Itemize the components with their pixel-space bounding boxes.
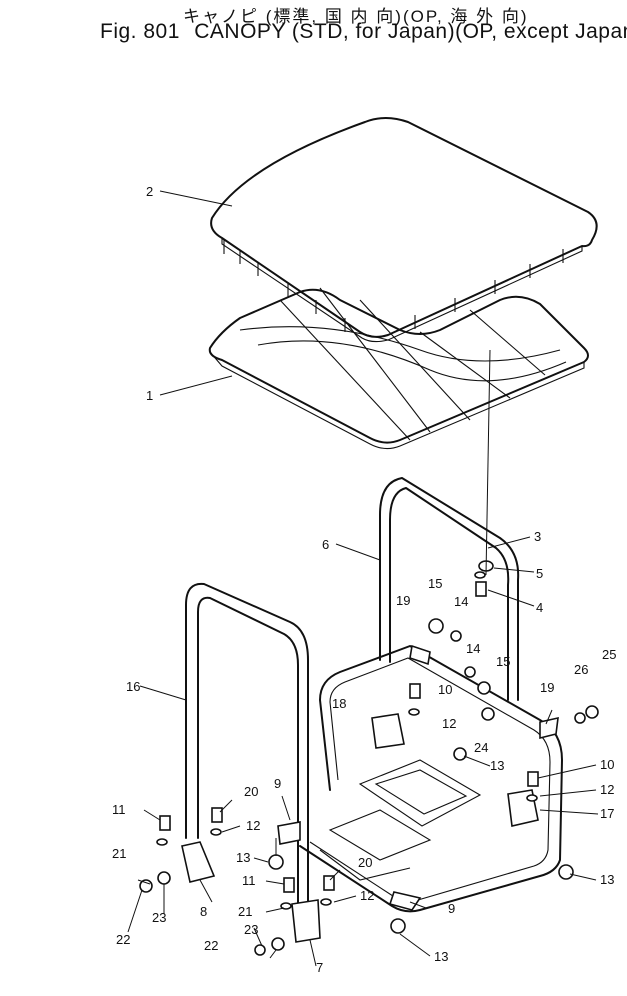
callout-26: 26 [574, 662, 588, 677]
callout-4: 4 [536, 600, 543, 615]
callout-22: 22 [116, 932, 130, 947]
callout-17: 17 [600, 806, 614, 821]
callout-22: 22 [204, 938, 218, 953]
callout-13: 13 [490, 758, 504, 773]
callout-1: 1 [146, 388, 153, 403]
callout-12: 12 [246, 818, 260, 833]
figure-name: CANOPY [194, 20, 286, 43]
figure-number: Fig. 801 [100, 20, 180, 43]
callout-14: 14 [454, 594, 468, 609]
callout-13: 13 [236, 850, 250, 865]
roof-panel [210, 117, 598, 343]
callout-15: 15 [428, 576, 442, 591]
callout-25: 25 [602, 647, 616, 662]
callout-3: 3 [534, 529, 541, 544]
figure-variants: (STD, for Japan)(OP, except Japan) [291, 20, 627, 43]
figure-title-japanese: キャノピ (標準, 国 内 向)(OP, 海 外 向) [183, 7, 529, 26]
callout-14: 14 [466, 641, 480, 656]
callout-12: 12 [442, 716, 456, 731]
callout-8: 8 [200, 904, 207, 919]
callout-13: 13 [600, 872, 614, 887]
callout-13: 13 [434, 949, 448, 964]
callout-5: 5 [536, 566, 543, 581]
callout-9: 9 [448, 901, 455, 916]
front-upright-frame [185, 582, 309, 921]
callout-20: 20 [358, 855, 372, 870]
callout-19: 19 [396, 593, 410, 608]
rear-upright-frame [379, 477, 520, 701]
callout-23: 23 [244, 922, 258, 937]
callout-7: 7 [316, 960, 323, 975]
callout-11: 11 [242, 873, 256, 888]
callout-21: 21 [238, 904, 252, 919]
callout-11: 11 [112, 802, 126, 817]
callout-12: 12 [360, 888, 374, 903]
callout-10: 10 [600, 757, 614, 772]
callout-23: 23 [152, 910, 166, 925]
callout-10: 10 [438, 682, 452, 697]
callout-2: 2 [146, 184, 153, 199]
callout-24: 24 [474, 740, 488, 755]
bolts-and-nuts [139, 560, 599, 956]
figure-title: Fig. 801 CANOPY (STD, for Japan)(OP, exc… [100, 20, 627, 44]
callout-12: 12 [600, 782, 614, 797]
callout-16: 16 [126, 679, 140, 694]
base-frame [299, 645, 563, 913]
callout-18: 18 [332, 696, 346, 711]
callout-6: 6 [322, 537, 329, 552]
leader-lines [127, 190, 599, 967]
callout-20: 20 [244, 784, 258, 799]
roof-frame [208, 287, 589, 450]
callout-9: 9 [274, 776, 281, 791]
callout-21: 21 [112, 846, 126, 861]
callout-19: 19 [540, 680, 554, 695]
part-callouts: 2 1 3 6 5 4 15 14 19 14 15 16 18 10 12 2… [112, 184, 616, 975]
callout-15: 15 [496, 654, 510, 669]
